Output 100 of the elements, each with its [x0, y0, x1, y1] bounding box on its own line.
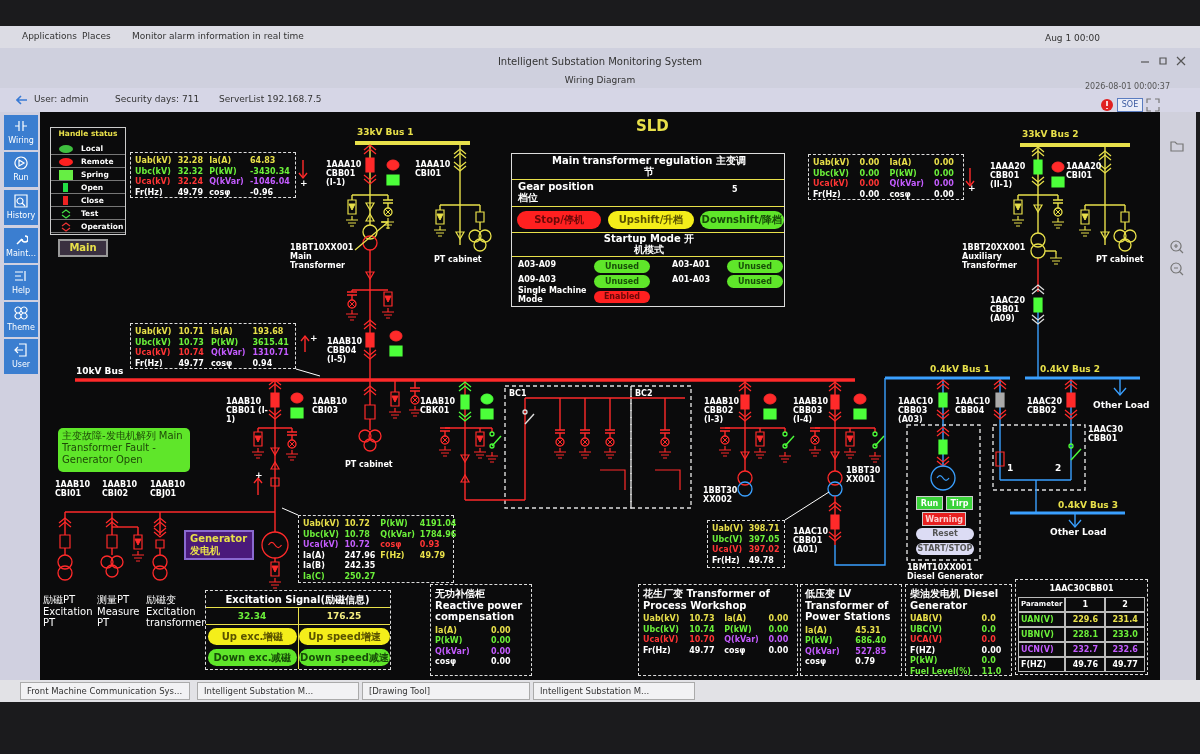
warning-indicator: Warning: [922, 512, 966, 526]
measurement-label: Ia(C): [303, 571, 326, 582]
sidebar-button: Maint...: [4, 228, 38, 263]
field-label: Gear position 档位: [518, 181, 595, 203]
equipment-label: 1BBT30 XX001: [846, 466, 882, 485]
measurement-label: Fr(Hz): [643, 645, 672, 656]
measurement-label: Uca(V): [712, 545, 744, 556]
status-legend-panel: [50, 127, 126, 235]
equipment-label: 1BBT20XX001 Auxiliary Transformer: [962, 243, 1027, 271]
measurement-value: 10.72: [344, 519, 371, 530]
measurement-label: Uab(kV): [135, 156, 173, 167]
start-stop-button: START/STOP: [916, 543, 974, 555]
increase-excitation-button: Up exc.增磁: [208, 628, 297, 645]
equipment-label: 测量PT Measure PT: [97, 594, 141, 629]
measurement-value: 1784.96: [419, 529, 457, 540]
measurement-panel: [638, 584, 798, 676]
measurement-value: -0.96: [250, 187, 275, 198]
panel-heading: 无功补偿柜 Reactive power compensation: [435, 588, 524, 623]
measurement-label: Ia(A): [724, 614, 748, 625]
sidebar-button: Run: [4, 152, 38, 187]
switch-number: 1: [1007, 463, 1014, 474]
sidebar-button: Help: [4, 265, 38, 300]
gear-value: 5: [732, 186, 739, 195]
measurement-label: Uab(V): [712, 524, 744, 535]
frame-label: BC1: [509, 389, 527, 399]
measurement-label: P(kW): [889, 168, 918, 179]
equipment-label: 1AAB10 CBB03 (I-4): [793, 397, 830, 425]
measurement-label: Q(kVar): [724, 635, 760, 646]
measurement-value: 686.40: [855, 636, 888, 647]
measurement-value: 397.05: [748, 534, 780, 545]
switch-number: 2: [1055, 463, 1062, 474]
taskbar-button: Intelligent Substation M...: [533, 682, 695, 700]
measurement-value: 49.78: [748, 555, 775, 566]
sign-text: +: [968, 183, 976, 194]
measurement-value: 242.35: [344, 561, 377, 572]
measurement-value: 0.00: [934, 179, 955, 190]
measurement-value: 0.0: [981, 635, 997, 646]
measurement-panel: [905, 584, 1012, 676]
measurement-value: 0.00: [934, 158, 955, 169]
mode-toggle: Unused: [594, 260, 650, 273]
measurement-value: 0.00: [490, 657, 512, 668]
sidebar-button: Theme: [4, 302, 38, 337]
measurement-value: 0.0: [981, 614, 997, 625]
measurement-panel: [808, 154, 964, 200]
equipment-label: 1AAB10 CBK01: [420, 397, 457, 416]
measurement-value: 0.00: [490, 646, 512, 657]
equipment-label: 1AAB10 CBJ01: [150, 480, 187, 499]
mode-label: A09-A03: [518, 276, 557, 285]
measurement-value: 250.27: [344, 571, 377, 582]
taskbar-button: Intelligent Substation M...: [197, 682, 359, 700]
taskbar-button: [Drawing Tool]: [362, 682, 530, 700]
measurement-label: UCA(V): [910, 635, 944, 646]
equipment-label: 励磁PT Excitation PT: [43, 594, 94, 629]
measurement-value: 0.0: [981, 656, 997, 667]
measurement-value: 0.00: [859, 168, 881, 179]
clock-text: Aug 1 00:00: [1045, 33, 1100, 44]
measurement-value: 527.85: [855, 646, 888, 657]
status-text: Monitor alarm information in real time: [132, 31, 304, 42]
soe-button: SOE: [1117, 98, 1143, 112]
bus-label: 0.4kV Bus 3: [1058, 500, 1119, 511]
equipment-label: 1AAC10 CBB04: [955, 397, 991, 416]
bus-label: 0.4kV Bus 2: [1040, 364, 1101, 375]
stop-button: Stop/停机: [517, 211, 601, 229]
measurement-label: Ubc(kV): [135, 337, 172, 348]
measurement-value: 0.94: [252, 358, 274, 369]
measurement-value: 0.00: [490, 636, 512, 647]
table-cell: 49.76: [1065, 657, 1106, 672]
panel-heading: Excitation Signal(励磁信息): [224, 593, 371, 607]
measurement-value: 176.25: [325, 611, 363, 621]
measurement-value: 0.00: [768, 624, 790, 635]
measurement-label: Fr(Hz): [813, 189, 842, 200]
run-indicator: Run: [916, 496, 943, 510]
measurement-value: 10.74: [689, 624, 716, 635]
measurement-value: 0.0: [981, 624, 997, 635]
measurement-label: Fr(Hz): [135, 187, 164, 198]
measurement-value: 10.72: [344, 540, 371, 551]
measurement-value: 0.93: [419, 540, 441, 551]
measurement-value: 49.79: [177, 187, 204, 198]
measurement-value: 398.71: [748, 524, 780, 535]
decrease-speed-button: Down speed减速: [299, 649, 390, 666]
mode-toggle: Unused: [727, 275, 783, 288]
measurement-label: UBC(V): [910, 624, 943, 635]
alarm-message: 主变故障-发电机解列 Main Transformer Fault -Generator Open: [58, 428, 190, 472]
measurement-label: Q(kVar): [210, 348, 247, 359]
leader-line: [281, 507, 299, 516]
equipment-label: PT cabinet: [1096, 255, 1145, 265]
window-title: Intelligent Substation Monitoring System: [496, 56, 704, 67]
measurement-value: 10.74: [178, 348, 205, 359]
upshift-button: Upshift/升档: [608, 211, 694, 229]
measurement-label: P(kW): [380, 519, 409, 530]
measurement-label: cosφ: [209, 187, 232, 198]
measurement-label: Uca(kV): [135, 348, 172, 359]
window-subtitle: Wiring Diagram: [563, 75, 637, 86]
security-days-text: Security days: 711: [115, 94, 200, 105]
excitation-panel: [205, 590, 391, 670]
measurement-label: Ia(A): [805, 625, 828, 636]
measurement-label: cosφ: [210, 358, 234, 369]
equipment-label: 1AAA10 CBI01: [415, 160, 452, 179]
measurement-label: cosφ: [435, 657, 458, 668]
equipment-label: 1AAB10 CBI01: [55, 480, 92, 499]
